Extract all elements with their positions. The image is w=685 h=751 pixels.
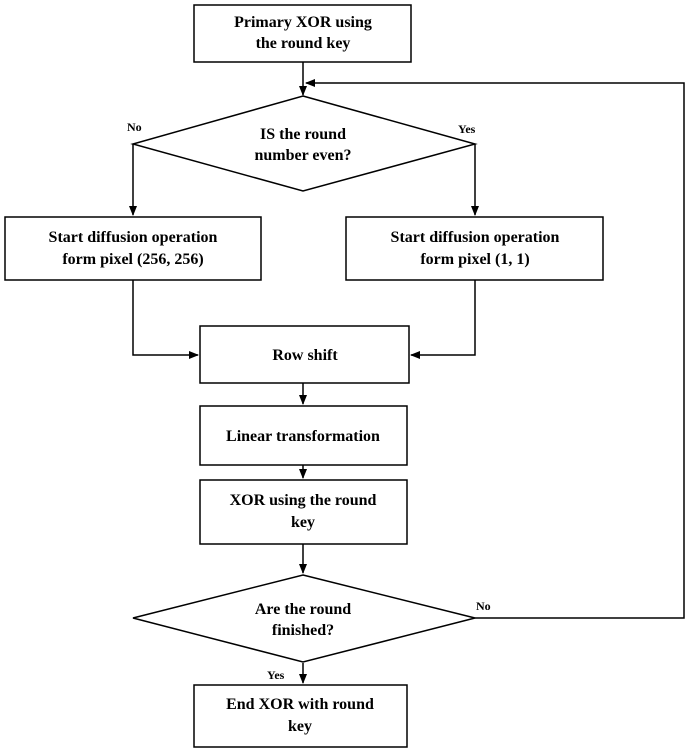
node-linear-transformation: Linear transformation bbox=[199, 405, 408, 466]
edge-label-finished-yes: Yes bbox=[267, 668, 285, 682]
node-diffusion-256: Start diffusion operation form pixel (25… bbox=[4, 216, 262, 281]
node-end-xor-line1: End XOR with round bbox=[226, 696, 374, 713]
edge-label-even-no: No bbox=[127, 120, 142, 134]
node-finished-line2: finished? bbox=[272, 622, 334, 639]
edge-diff256-to-rowshift bbox=[132, 280, 199, 359]
node-primary-xor-line1: Primary XOR using bbox=[234, 14, 372, 31]
node-xor-round-line2: key bbox=[291, 514, 315, 531]
node-primary-xor: Primary XOR using the round key bbox=[193, 4, 412, 63]
node-linear-label: Linear transformation bbox=[226, 428, 380, 445]
node-is-even-decision: IS the round number even? bbox=[130, 95, 478, 192]
node-row-shift-label: Row shift bbox=[272, 347, 338, 364]
node-diffusion-1: Start diffusion operation form pixel (1,… bbox=[345, 216, 604, 281]
edge-label-finished-no: No bbox=[476, 599, 491, 613]
node-xor-round-key: XOR using the round key bbox=[199, 479, 408, 545]
node-end-xor: End XOR with round key bbox=[193, 684, 408, 748]
node-row-shift: Row shift bbox=[199, 325, 410, 384]
node-finished-line1: Are the round bbox=[255, 601, 351, 618]
node-finished-decision: Are the round finished? bbox=[132, 574, 476, 663]
node-is-even-line2: number even? bbox=[254, 147, 351, 164]
connectors bbox=[129, 62, 685, 684]
edge-loop-back bbox=[305, 79, 685, 619]
edge-diff1-to-rowshift bbox=[410, 280, 476, 359]
node-end-xor-line2: key bbox=[288, 718, 312, 735]
node-diffusion-1-line2: form pixel (1, 1) bbox=[420, 251, 529, 268]
node-diffusion-256-line1: Start diffusion operation bbox=[49, 229, 218, 246]
node-is-even-line1: IS the round bbox=[260, 126, 346, 143]
node-primary-xor-line2: the round key bbox=[256, 35, 351, 52]
node-diffusion-1-line1: Start diffusion operation bbox=[391, 229, 560, 246]
edge-label-even-yes: Yes bbox=[458, 122, 476, 136]
node-diffusion-256-line2: form pixel (256, 256) bbox=[62, 251, 203, 268]
node-xor-round-line1: XOR using the round bbox=[230, 492, 377, 509]
